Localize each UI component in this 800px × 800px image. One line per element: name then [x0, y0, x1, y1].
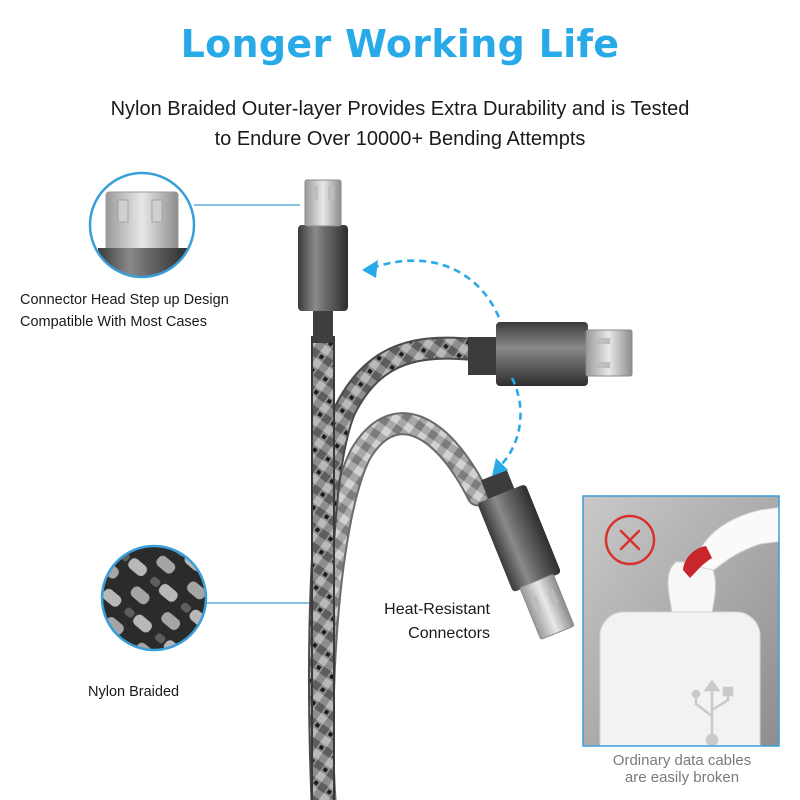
page-title: Longer Working Life	[180, 22, 620, 66]
vertical-connector	[298, 179, 348, 343]
ordinary-cable-caption: Ordinary data cables are easily broken	[582, 752, 782, 786]
connector-callout-label: Connector Head Step up Design Compatible…	[20, 289, 300, 333]
page-subtitle: Nylon Braided Outer-layer Provides Extra…	[40, 94, 760, 154]
horizontal-connector	[468, 322, 633, 386]
ordinary-caption-line-2: are easily broken	[624, 769, 740, 786]
heat-resistant-label: Heat-Resistant Connectors	[330, 598, 490, 646]
connector-callout-line-2: Compatible With Most Cases	[20, 314, 207, 330]
straight-cable	[313, 336, 333, 800]
curved-arrow-icon	[362, 259, 522, 476]
subtitle-line-1: Nylon Braided Outer-layer Provides Extra…	[110, 98, 690, 120]
tilted-connector	[478, 469, 575, 640]
connector-zoom-circle	[88, 171, 196, 279]
ordinary-caption-line-1: Ordinary data cables	[612, 752, 752, 769]
ordinary-cable-panel	[582, 495, 780, 747]
x-circle-icon	[604, 514, 656, 566]
heat-resistant-line-2: Connectors	[408, 625, 490, 642]
usb-icon	[691, 679, 734, 746]
heat-resistant-line-1: Heat-Resistant	[384, 601, 490, 618]
subtitle-line-2: to Endure Over 10000+ Bending Attempts	[214, 128, 586, 150]
braid-zoom-circle	[100, 544, 208, 652]
braided-callout-label: Nylon Braided	[88, 684, 180, 700]
connector-callout-line-1: Connector Head Step up Design	[20, 292, 229, 308]
